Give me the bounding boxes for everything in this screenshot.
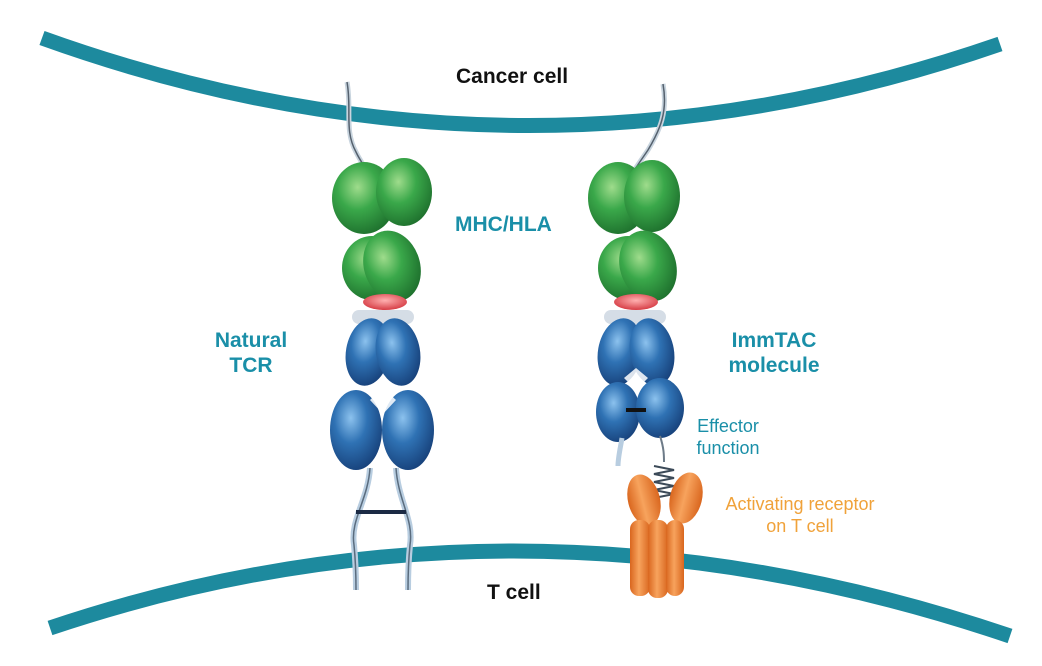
natural-tcr-molecule: [330, 310, 434, 470]
immtac-tcr-molecule: [596, 310, 684, 442]
t-cell-label: T cell: [487, 581, 541, 604]
activating-label-line2: on T cell: [766, 515, 834, 536]
natural-tcr-label-line2: TCR: [229, 354, 273, 378]
activating-label-line1: Activating receptor: [725, 494, 875, 514]
cancer-cell-label: Cancer cell: [456, 65, 569, 88]
anti-cd3-spring: [653, 465, 675, 499]
activating-receptor: [627, 472, 703, 598]
immtac-linker: [659, 435, 665, 463]
peptide-right: [614, 294, 658, 310]
cancer-cell-membrane: [39, 30, 1003, 133]
mhc-hla-label: MHC/HLA: [455, 213, 552, 236]
immtac-complex: [588, 83, 703, 598]
mhc-hla-molecule-right: [588, 160, 680, 302]
t-cell-membrane: [47, 543, 1013, 644]
immtac-label-line1: ImmTAC: [731, 329, 817, 352]
effector-function-label: Effector function: [690, 416, 766, 459]
immtac-stub: [615, 437, 625, 467]
peptide-left: [363, 294, 407, 310]
natural-tcr-label: Natural TCR: [205, 328, 297, 378]
natural-tcr-complex: [330, 81, 434, 591]
immtac-label-line2: molecule: [728, 354, 820, 378]
mhc-hla-molecule-left: [332, 158, 432, 302]
effector-label-line2: function: [696, 437, 760, 458]
activating-receptor-label: Activating receptor on T cell: [712, 494, 888, 537]
effector-label-line1: Effector: [697, 416, 759, 436]
natural-tcr-label-line1: Natural: [214, 329, 288, 352]
immtac-label: ImmTAC molecule: [722, 328, 826, 378]
